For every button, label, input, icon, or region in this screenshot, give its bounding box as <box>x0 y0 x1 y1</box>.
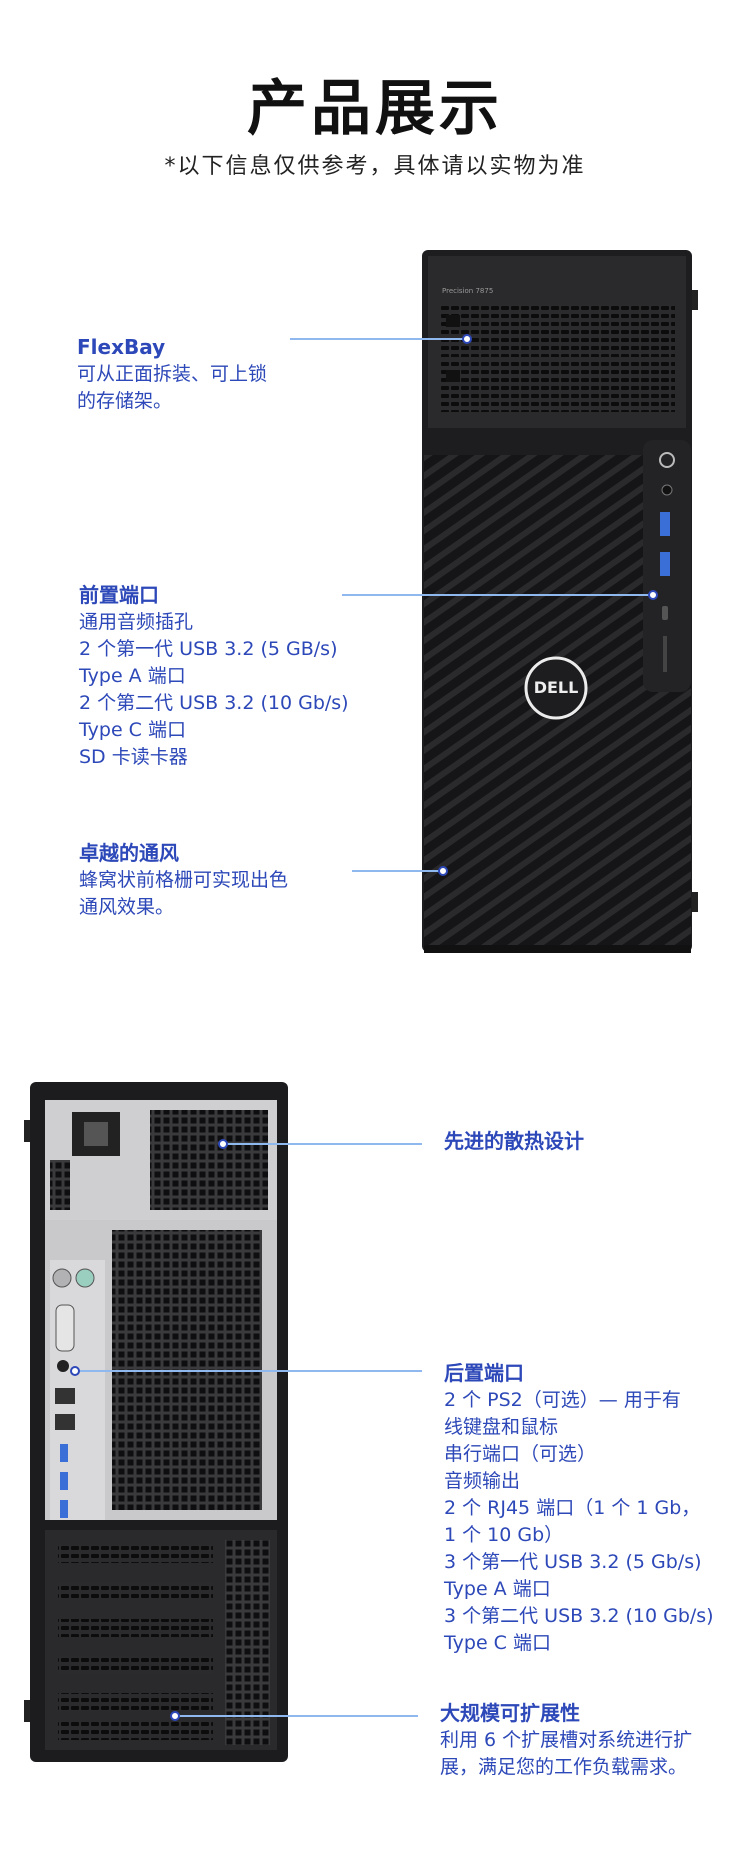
expansion-leader-line <box>174 1715 418 1717</box>
flexbay-marker <box>462 334 472 344</box>
front-ports-leader-line <box>342 594 652 596</box>
expansion-annotation: 大规模可扩展性 利用 6 个扩展槽对系统进行扩 展，满足您的工作负载需求。 <box>440 1700 692 1781</box>
front-ports-line: 2 个第一代 USB 3.2 (5 GB/s) <box>79 638 338 660</box>
cooling-marker <box>218 1139 228 1149</box>
flexbay-leader-line <box>290 338 466 340</box>
cooling-leader-line <box>222 1143 422 1145</box>
front-ports-line: Type C 端口 <box>79 719 186 741</box>
cooling-annotation: 先进的散热设计 <box>444 1128 584 1155</box>
model-label: Precision 7875 <box>442 287 494 295</box>
rear-ports-line: 串行端口（可选） <box>444 1443 597 1465</box>
rear-ports-line: 1 个 10 Gb） <box>444 1524 564 1546</box>
flexbay-title: FlexBay <box>77 335 166 359</box>
disclaimer: *以下信息仅供参考，具体请以实物为准 <box>164 154 586 179</box>
rear-ports-line: 2 个 RJ45 端口（1 个 1 Gb， <box>444 1497 701 1519</box>
airflow-line: 蜂窝状前格栅可实现出色 <box>79 869 289 891</box>
rear-ports-line: 2 个 PS2（可选）— 用于有 <box>444 1389 681 1411</box>
cooling-title: 先进的散热设计 <box>444 1129 584 1153</box>
page-title: 产品展示 <box>247 74 503 144</box>
rear-ports-line: Type A 端口 <box>444 1578 551 1600</box>
front-ports-line: SD 卡读卡器 <box>79 746 188 768</box>
rear-ports-marker <box>70 1366 80 1376</box>
airflow-annotation: 卓越的通风 蜂窝状前格栅可实现出色 通风效果。 <box>79 840 288 921</box>
airflow-line: 通风效果。 <box>79 896 175 918</box>
front-ports-title: 前置端口 <box>79 583 159 607</box>
front-ports-annotation: 前置端口 通用音频插孔 2 个第一代 USB 3.2 (5 GB/s) Type… <box>79 582 349 771</box>
flexbay-annotation: FlexBay 可从正面拆装、可上锁 的存储架。 <box>77 334 267 415</box>
front-ports-line: Type A 端口 <box>79 665 186 687</box>
rear-ports-leader-line <box>74 1370 422 1372</box>
airflow-marker <box>438 866 448 876</box>
rear-ports-line: 3 个第一代 USB 3.2 (5 Gb/s) <box>444 1551 702 1573</box>
expansion-title: 大规模可扩展性 <box>440 1701 580 1725</box>
expansion-line: 利用 6 个扩展槽对系统进行扩 <box>440 1729 693 1751</box>
dell-logo: DELL <box>533 678 579 697</box>
flexbay-line: 可从正面拆装、可上锁 <box>77 363 268 385</box>
flexbay-line: 的存储架。 <box>77 390 173 412</box>
front-ports-line: 2 个第二代 USB 3.2 (10 Gb/s) <box>79 692 349 714</box>
rear-ports-line: 线键盘和鼠标 <box>444 1416 559 1438</box>
airflow-title: 卓越的通风 <box>79 841 179 865</box>
airflow-leader-line <box>352 870 440 872</box>
rear-ports-line: 音频输出 <box>444 1470 521 1492</box>
expansion-marker <box>170 1711 180 1721</box>
rear-ports-line: Type C 端口 <box>444 1632 551 1654</box>
rear-ports-annotation: 后置端口 2 个 PS2（可选）— 用于有 线键盘和鼠标 串行端口（可选） 音频… <box>444 1360 714 1657</box>
rear-ports-title: 后置端口 <box>444 1361 524 1385</box>
front-ports-marker <box>648 590 658 600</box>
expansion-line: 展，满足您的工作负载需求。 <box>440 1756 688 1778</box>
rear-ports-line: 3 个第二代 USB 3.2 (10 Gb/s) <box>444 1605 714 1627</box>
front-ports-line: 通用音频插孔 <box>79 611 194 633</box>
